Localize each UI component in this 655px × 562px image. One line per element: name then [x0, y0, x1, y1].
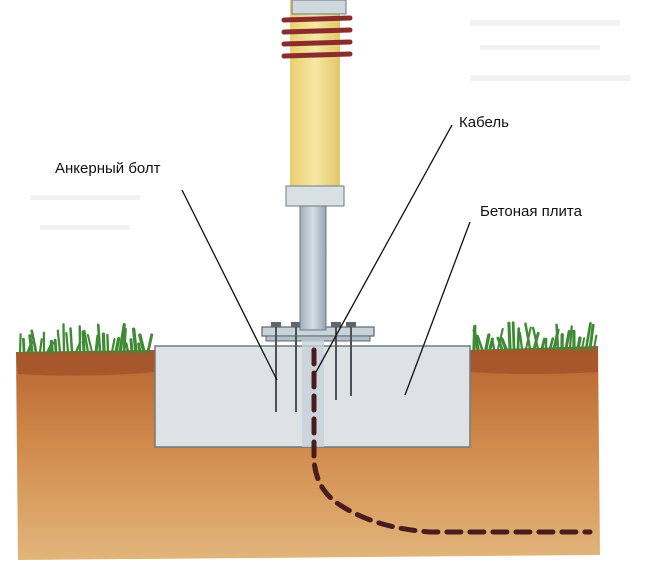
grass-blade	[516, 327, 521, 351]
leader-cable	[315, 124, 453, 373]
bolt-nuts	[271, 322, 356, 327]
grass-blade	[118, 322, 126, 354]
label-cable: Кабель	[459, 114, 509, 131]
soil	[16, 346, 600, 560]
grass-blade	[584, 322, 592, 351]
grass-blade	[30, 329, 38, 354]
grass-blade	[137, 342, 142, 354]
grass-blade	[53, 338, 58, 354]
pole-pipe	[299, 204, 327, 331]
label-anchor-bolt: Анкерный болт	[55, 160, 161, 177]
cable-path	[311, 347, 593, 535]
grass-blade	[564, 329, 571, 351]
grass-blade	[507, 321, 512, 351]
grass-blade	[49, 339, 54, 354]
grass-blade	[524, 322, 532, 351]
label-concrete-slab: Бетоная плита	[480, 203, 582, 220]
grass-blade	[146, 333, 154, 354]
grass-blade	[106, 333, 110, 354]
grass-blade	[94, 334, 100, 354]
grass-blade	[518, 331, 524, 351]
topsoil-right	[470, 346, 598, 374]
background-texture	[30, 20, 630, 230]
grass-blade	[22, 337, 26, 354]
grass-blade	[568, 325, 573, 351]
grass-blade	[101, 332, 106, 354]
grass-blade	[496, 336, 504, 351]
grass-blade	[81, 330, 86, 354]
grass-blade	[531, 326, 540, 351]
leader-anchor-bolt	[181, 189, 278, 381]
grass-blade	[588, 323, 595, 351]
grass-blade	[56, 329, 62, 354]
topsoil-left	[16, 350, 155, 376]
grass-blade	[592, 334, 598, 351]
grass-blade	[83, 329, 90, 354]
leader-lines	[181, 124, 471, 396]
grass-blade	[96, 323, 102, 354]
grass-blade	[138, 333, 146, 354]
grass-blade	[69, 327, 74, 354]
grass-blade	[491, 338, 496, 351]
grass-blade	[114, 336, 121, 354]
grass-blade	[580, 337, 586, 351]
lamp-top-cap	[291, 0, 347, 15]
grass-right	[472, 321, 598, 351]
grass-blade	[476, 334, 484, 351]
lamp-collar	[285, 185, 345, 207]
grass-blade	[131, 327, 138, 354]
grass-blade	[86, 333, 94, 354]
grass-blade	[18, 333, 22, 354]
grass-blade	[555, 323, 560, 351]
leader-concrete-slab	[404, 221, 471, 396]
grass-blade	[472, 328, 480, 351]
grass-blade	[484, 333, 491, 351]
grass-blade	[548, 337, 555, 351]
grass-left	[18, 322, 154, 354]
grass-blade	[38, 338, 43, 354]
lamp-coils	[281, 15, 353, 59]
grass-blade	[110, 338, 116, 354]
grass-blade	[122, 327, 127, 354]
grass-blade	[129, 338, 134, 354]
grass-blade	[28, 334, 34, 354]
grass-blade	[576, 336, 582, 351]
grass-blade	[124, 342, 130, 354]
grass-blade	[511, 321, 516, 351]
anchor-bolts	[275, 325, 352, 412]
grass-blade	[62, 323, 66, 354]
grass-blade	[540, 337, 546, 351]
grass-blade	[65, 331, 70, 354]
grass-blade	[500, 337, 508, 351]
